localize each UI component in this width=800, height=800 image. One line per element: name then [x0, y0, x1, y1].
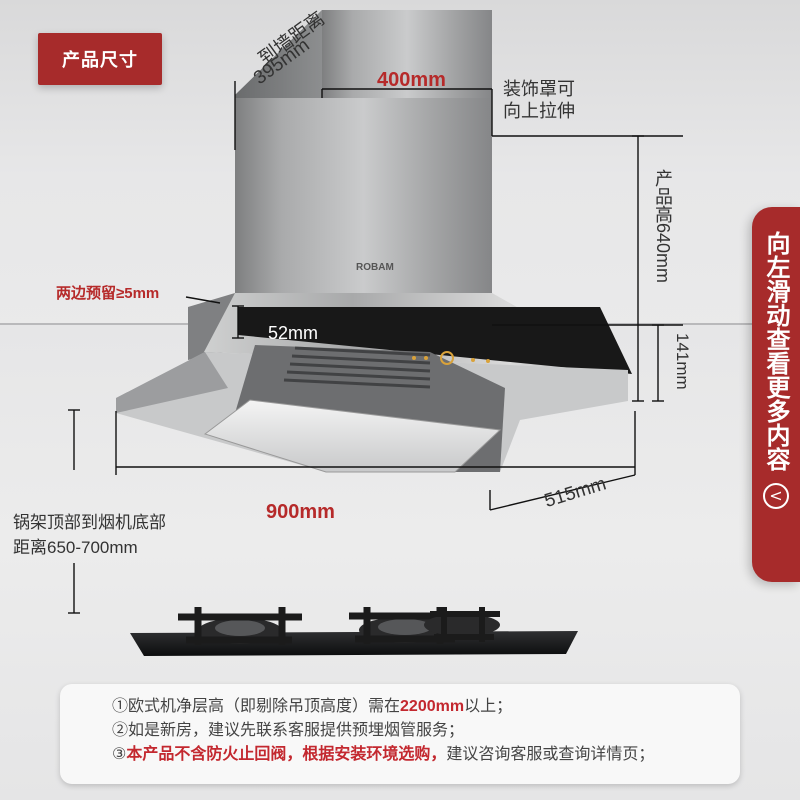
control-knob [440, 351, 454, 365]
note-line-1-prefix: ①欧式机净层高（即剔除吊顶高度）需在 [112, 698, 401, 715]
oil-cup-tray [203, 399, 502, 473]
burner-right-extra [424, 607, 500, 642]
filter-lines [283, 346, 431, 389]
note-line-1-red: 2200mm [400, 698, 465, 715]
product-size-badge: 产品尺寸 [38, 33, 162, 85]
note-line-2: ②如是新房，建议先联系客服提供预埋烟管服务； [112, 722, 465, 739]
note-line-3-suffix: 建议咨询客服或查询详情页； [446, 746, 655, 763]
panel-thickness-label: 52mm [268, 323, 319, 343]
brand-logo: ROBAM [356, 262, 394, 273]
note-line-1-suffix: 以上； [464, 698, 513, 715]
side-gap-label: 两边预留≥5mm [56, 285, 160, 302]
chimney-lower [235, 98, 492, 293]
note-line-3-red: 本产品不含防火止回阀，根据安装环境选购， [126, 746, 447, 763]
extendable-label-2: 向上拉伸 [503, 101, 575, 121]
left-arrow-icon: < [763, 483, 789, 509]
burner-distance-label-2: 距离650-700mm [13, 538, 138, 557]
left-wing [116, 352, 228, 413]
height-label: 产品高640mm [653, 169, 673, 284]
top-width-label: 400mm [377, 69, 446, 91]
depth-line [489, 474, 636, 511]
control-dot-4 [486, 359, 490, 363]
left-burner [178, 607, 302, 645]
control-dot-2 [424, 356, 428, 360]
control-dot-1 [412, 356, 416, 360]
burner-distance-label-1: 锅架顶部到烟机底部 [13, 513, 166, 532]
swipe-more-text: 向左滑动查看更多内容 [762, 231, 790, 471]
swipe-more-tab[interactable]: 向左滑动查看更多内容 < [752, 207, 800, 582]
chimney-upper [322, 10, 492, 98]
lower-height-label: 141mm [673, 333, 692, 390]
note-line-3: ③本产品不含防火止回阀，根据安装环境选购，建议咨询客服或查询详情页； [112, 743, 740, 767]
note-line-1: ①欧式机净层高（即剔除吊顶高度）需在2200mm以上； [112, 695, 740, 719]
bottom-width-label: 900mm [266, 501, 335, 523]
note-line-3-prefix: ③ [112, 746, 127, 763]
installation-notes: ①欧式机净层高（即剔除吊顶高度）需在2200mm以上； ②如是新房，建议先联系客… [60, 684, 740, 784]
side-gap-line [185, 296, 221, 304]
control-dot-3 [471, 358, 475, 362]
extendable-label-1: 装饰罩可 [503, 79, 575, 99]
glass-panel [238, 307, 632, 374]
